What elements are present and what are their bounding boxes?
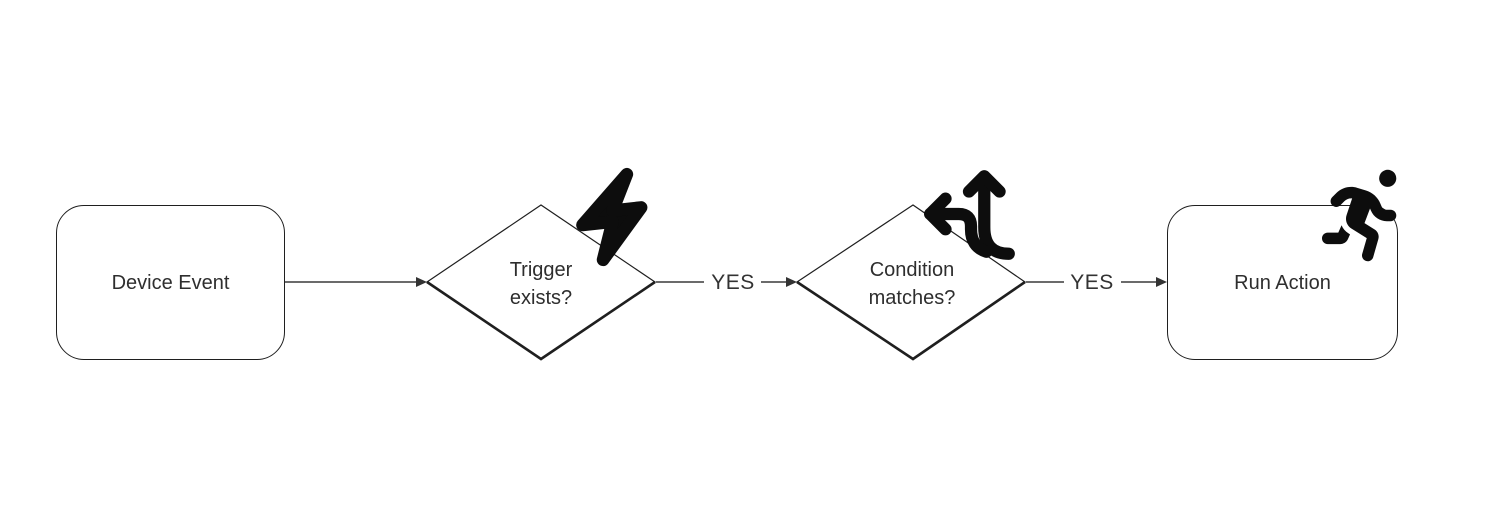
node-trigger-exists-label: Trigger exists? — [509, 259, 573, 309]
node-device-event: Device Event — [56, 205, 285, 360]
edge-trigger-to-condition — [656, 277, 797, 287]
node-device-event-label: Device Event — [111, 271, 230, 294]
arrows-split-up-left-icon — [924, 170, 1015, 260]
node-condition-matches-label: Condition matches? — [868, 259, 956, 309]
lightning-bolt-icon — [576, 167, 648, 267]
arrowhead — [786, 277, 797, 287]
node-run-action-label: Run Action — [1234, 271, 1331, 294]
edge-device-event-to-trigger — [284, 277, 427, 287]
edge-label-yes-2: YES — [1068, 271, 1116, 295]
edge-condition-to-run-action — [1026, 277, 1167, 287]
arrowhead — [1156, 277, 1167, 287]
edge-label-yes-1: YES — [709, 271, 757, 295]
person-running-icon — [1322, 169, 1397, 262]
decision-trigger-exists-shape — [425, 204, 657, 361]
arrowhead — [416, 277, 427, 287]
